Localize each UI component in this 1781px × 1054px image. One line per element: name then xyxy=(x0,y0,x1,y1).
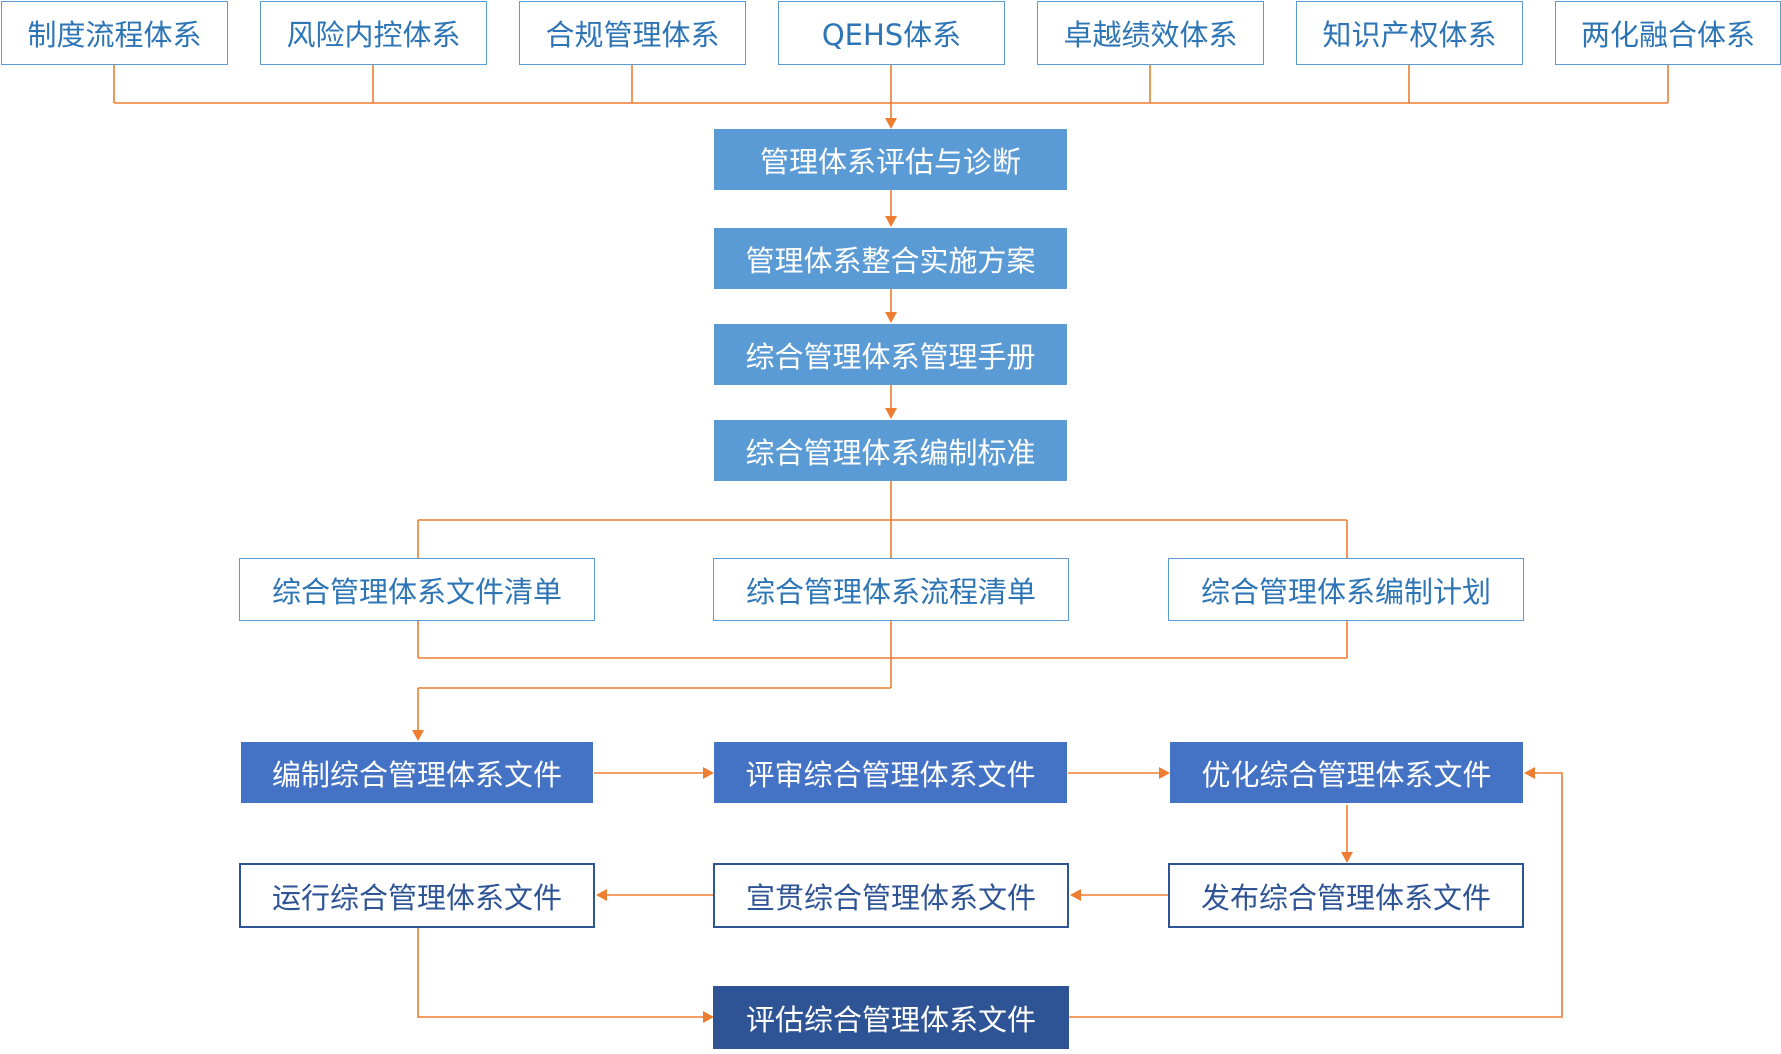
system-box-ip: 知识产权体系 xyxy=(1296,1,1523,65)
system-box-institution-process: 制度流程体系 xyxy=(1,1,228,65)
output-box-compile-plan: 综合管理体系编制计划 xyxy=(1168,558,1524,621)
cycle-box-evaluate: 评估综合管理体系文件 xyxy=(713,986,1069,1049)
cycle-box-compile: 编制综合管理体系文件 xyxy=(241,742,593,803)
system-box-integration: 两化融合体系 xyxy=(1555,1,1781,65)
system-box-excellence: 卓越绩效体系 xyxy=(1037,1,1264,65)
chain-box-manual: 综合管理体系管理手册 xyxy=(714,324,1067,385)
cycle-connectors xyxy=(417,767,1563,1023)
chain-box-standard: 综合管理体系编制标准 xyxy=(714,420,1067,481)
system-box-compliance: 合规管理体系 xyxy=(519,1,746,65)
cycle-box-review: 评审综合管理体系文件 xyxy=(714,742,1067,803)
cycle-box-optimize: 优化综合管理体系文件 xyxy=(1170,742,1523,803)
split-connectors xyxy=(417,481,1348,558)
cycle-box-promote: 宣贯综合管理体系文件 xyxy=(713,863,1069,928)
cycle-box-operate: 运行综合管理体系文件 xyxy=(239,863,595,928)
chain-box-assessment: 管理体系评估与诊断 xyxy=(714,129,1067,190)
output-box-document-list: 综合管理体系文件清单 xyxy=(239,558,595,621)
output-merge-connectors xyxy=(412,621,1348,741)
top-merge-connectors xyxy=(113,65,1669,129)
main-chain-arrows xyxy=(885,190,897,419)
cycle-box-publish: 发布综合管理体系文件 xyxy=(1168,863,1524,928)
chain-box-integration-plan: 管理体系整合实施方案 xyxy=(714,228,1067,289)
system-box-qehs: QEHS体系 xyxy=(778,1,1005,65)
system-box-risk-control: 风险内控体系 xyxy=(260,1,487,65)
output-box-process-list: 综合管理体系流程清单 xyxy=(713,558,1069,621)
